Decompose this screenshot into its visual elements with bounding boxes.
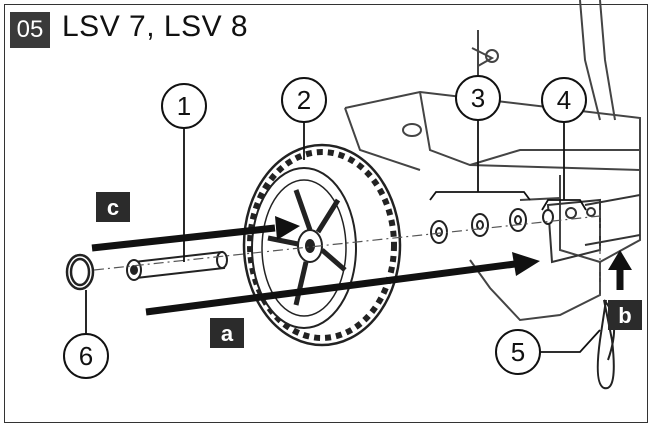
svg-text:a: a (221, 321, 234, 346)
callout-5: 5 (495, 329, 541, 375)
leader-lines (85, 120, 601, 353)
callout-6: 6 (63, 333, 109, 379)
step-number-badge: 05 (10, 12, 50, 48)
arrow-tag-c: c (96, 192, 130, 222)
svg-text:6: 6 (79, 341, 93, 371)
retaining-ring (65, 253, 95, 291)
arrow-a-head (512, 252, 540, 276)
diagram-title: LSV 7, LSV 8 (62, 10, 249, 43)
svg-text:2: 2 (297, 85, 311, 115)
callout-2: 2 (281, 77, 327, 123)
svg-text:5: 5 (511, 337, 525, 367)
svg-text:b: b (618, 303, 631, 328)
arrow-tag-b: b (608, 300, 642, 330)
svg-text:4: 4 (557, 85, 571, 115)
callout-1: 1 (161, 83, 207, 129)
axle-bracket (546, 194, 641, 264)
wheel (242, 143, 402, 347)
motion-arrows (91, 216, 632, 316)
arrow-a-line (145, 260, 516, 316)
arrow-c-head (275, 216, 300, 240)
svg-text:c: c (107, 195, 119, 220)
assembly-axis (93, 215, 601, 271)
callout-3: 3 (455, 75, 501, 121)
washer-set (430, 208, 554, 244)
callout-4: 4 (541, 77, 587, 123)
svg-text:1: 1 (177, 91, 191, 121)
arrow-b-head (608, 250, 632, 270)
svg-text:3: 3 (471, 83, 485, 113)
arrow-tag-a: a (210, 318, 244, 348)
axle-bolt (126, 250, 228, 281)
